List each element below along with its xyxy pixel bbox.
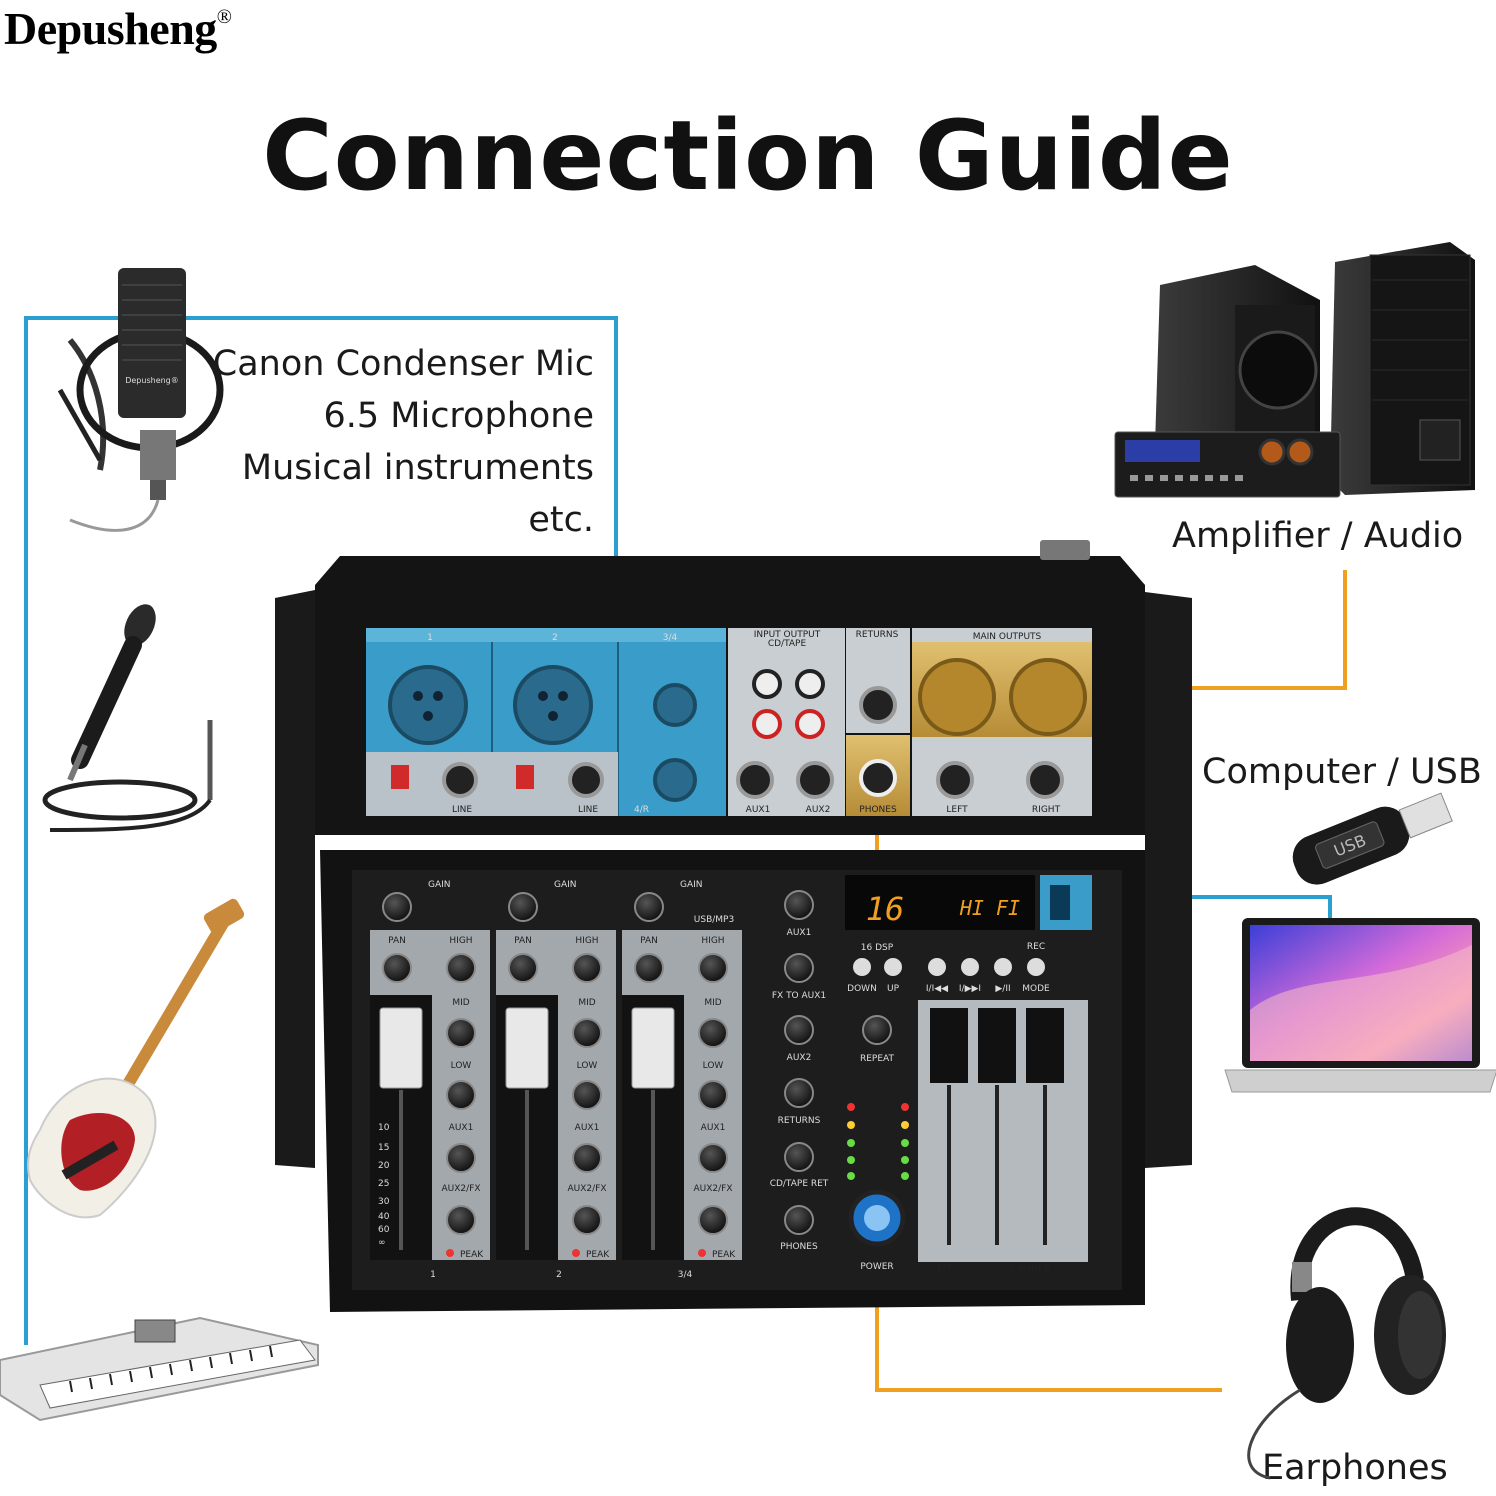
fader-scale-mark: ∞ (378, 1238, 386, 1248)
mode-label: MODE (1022, 984, 1050, 994)
gain-label: GAIN (554, 880, 577, 890)
speakers-icon (1155, 242, 1475, 495)
mid-label: MID (704, 998, 721, 1008)
next-label: I/▶▶I (959, 984, 981, 994)
eff-label: EFF (937, 1264, 953, 1274)
aux2-fx-label: AUX2/FX (441, 1184, 480, 1194)
right-34-label: 4/R (634, 805, 649, 815)
dsp-label: 16 DSP (861, 943, 894, 953)
pan-label: PAN (388, 936, 406, 946)
aux1-send-label: AUX1 (701, 1123, 726, 1133)
page-title: Connection Guide (262, 100, 1234, 212)
cd-tape-label: INPUT OUTPUT (754, 630, 821, 640)
low-label: LOW (451, 1061, 472, 1071)
caption-line: Musical instruments (241, 448, 594, 488)
line-label-2: LINE (578, 805, 598, 815)
dsp-down-label: DOWN (847, 984, 877, 994)
strip-number-1: 1 (430, 1270, 436, 1280)
brand-logo: Depusheng® (4, 2, 232, 55)
aux2-label: AUX2 (806, 805, 831, 815)
display-mode: HI FI (959, 896, 1020, 920)
low-label: LOW (577, 1061, 598, 1071)
left-out-label: LEFT (946, 805, 968, 815)
caption-line: 6.5 Microphone (323, 396, 594, 436)
display-value: 16 (866, 890, 905, 928)
peak-label: PEAK (712, 1250, 736, 1260)
main-outputs-label: MAIN OUTPUTS (973, 632, 1042, 642)
fader-scale-mark: 30 (378, 1197, 390, 1207)
phones-level-label: PHONES (780, 1242, 818, 1252)
peak-label: PEAK (460, 1250, 484, 1260)
mic-brand-text: Depusheng® (125, 376, 179, 385)
condenser-mic-icon: Depusheng® (57, 268, 224, 532)
mixer-icon (275, 540, 1192, 1312)
laptop-icon (1224, 918, 1496, 1093)
aux1-send-label: AUX1 (575, 1123, 600, 1133)
strip-number-34: 3/4 (678, 1270, 693, 1280)
mid-label: MID (578, 998, 595, 1008)
high-label: HIGH (701, 936, 724, 946)
channel-label-34: 3/4 (663, 633, 678, 643)
gain-label: GAIN (680, 880, 703, 890)
usb-mp3-label: USB/MP3 (694, 915, 734, 925)
cd-tape-sub-label: CD/TAPE (768, 639, 807, 649)
headphones-icon (1247, 1207, 1446, 1480)
fader-scale-mark: 20 (378, 1161, 390, 1171)
repeat-label: REPEAT (860, 1054, 895, 1064)
high-label: HIGH (575, 936, 598, 946)
rec-label: REC (1027, 942, 1045, 952)
returns-label: RETURNS (856, 630, 899, 640)
fader-scale-mark: 10 (378, 1123, 390, 1133)
bass-guitar-icon (27, 898, 245, 1219)
input-cable-lines (24, 316, 618, 1345)
amplifier-label: Amplifier / Audio (1172, 516, 1464, 556)
dsp-up-label: UP (887, 984, 900, 994)
amplifier-icon (1114, 431, 1341, 498)
mid-label: MID (452, 998, 469, 1008)
inputs-caption: Canon Condenser Mic 6.5 Microphone Music… (213, 338, 594, 546)
play-label: ▶/II (995, 984, 1010, 994)
caption-line: Canon Condenser Mic (212, 344, 594, 384)
right-out-label: RIGHT (1032, 805, 1061, 815)
aux2-fx-label: AUX2/FX (567, 1184, 606, 1194)
keyboard-icon (0, 1316, 319, 1422)
fx-returns-label: RETURNS (778, 1116, 821, 1126)
low-label: LOW (703, 1061, 724, 1071)
fader-scale-mark: 60 (378, 1225, 390, 1235)
prev-label: I/I◀◀ (926, 984, 948, 994)
strip-number-2: 2 (556, 1270, 562, 1280)
high-label: HIGH (449, 936, 472, 946)
fx-aux2-label: AUX2 (787, 1053, 812, 1063)
peak-label: PEAK (586, 1250, 610, 1260)
earphones-label: Earphones (1262, 1448, 1448, 1488)
usb-stick-icon: USB (1292, 792, 1453, 885)
pan-label: PAN (514, 936, 532, 946)
main-label: L MAIN R (1010, 1264, 1050, 1274)
pan-label: PAN (640, 936, 658, 946)
fader-scale-mark: 15 (378, 1143, 389, 1153)
gain-label: GAIN (428, 880, 451, 890)
dynamic-mic-icon (42, 604, 213, 832)
computer-label: Computer / USB (1202, 752, 1482, 792)
phones-jack-label: PHONES (859, 805, 897, 815)
line-label-1: LINE (452, 805, 472, 815)
fader-scale-mark: 25 (378, 1179, 389, 1189)
aux1-label: AUX1 (746, 805, 771, 815)
channel-label-2: 2 (552, 633, 558, 643)
power-label: POWER (860, 1262, 893, 1272)
aux2-fx-label: AUX2/FX (693, 1184, 732, 1194)
aux1-send-label: AUX1 (449, 1123, 474, 1133)
brand-name: Depusheng (4, 3, 217, 54)
mixer-labels: 1 2 3/4 INPUT OUTPUT CD/TAPE RETURNS MAI… (378, 630, 1061, 1280)
fader-scale-mark: 40 (378, 1212, 390, 1222)
channel-label-1: 1 (427, 633, 433, 643)
caption-line: etc. (528, 500, 594, 540)
fx-to-aux1-label: FX TO AUX1 (772, 991, 826, 1001)
brand-mark: ® (216, 6, 232, 28)
fx-aux1-label: AUX1 (787, 928, 812, 938)
cd-tape-ret-label: CD/TAPE RET (770, 1179, 829, 1189)
